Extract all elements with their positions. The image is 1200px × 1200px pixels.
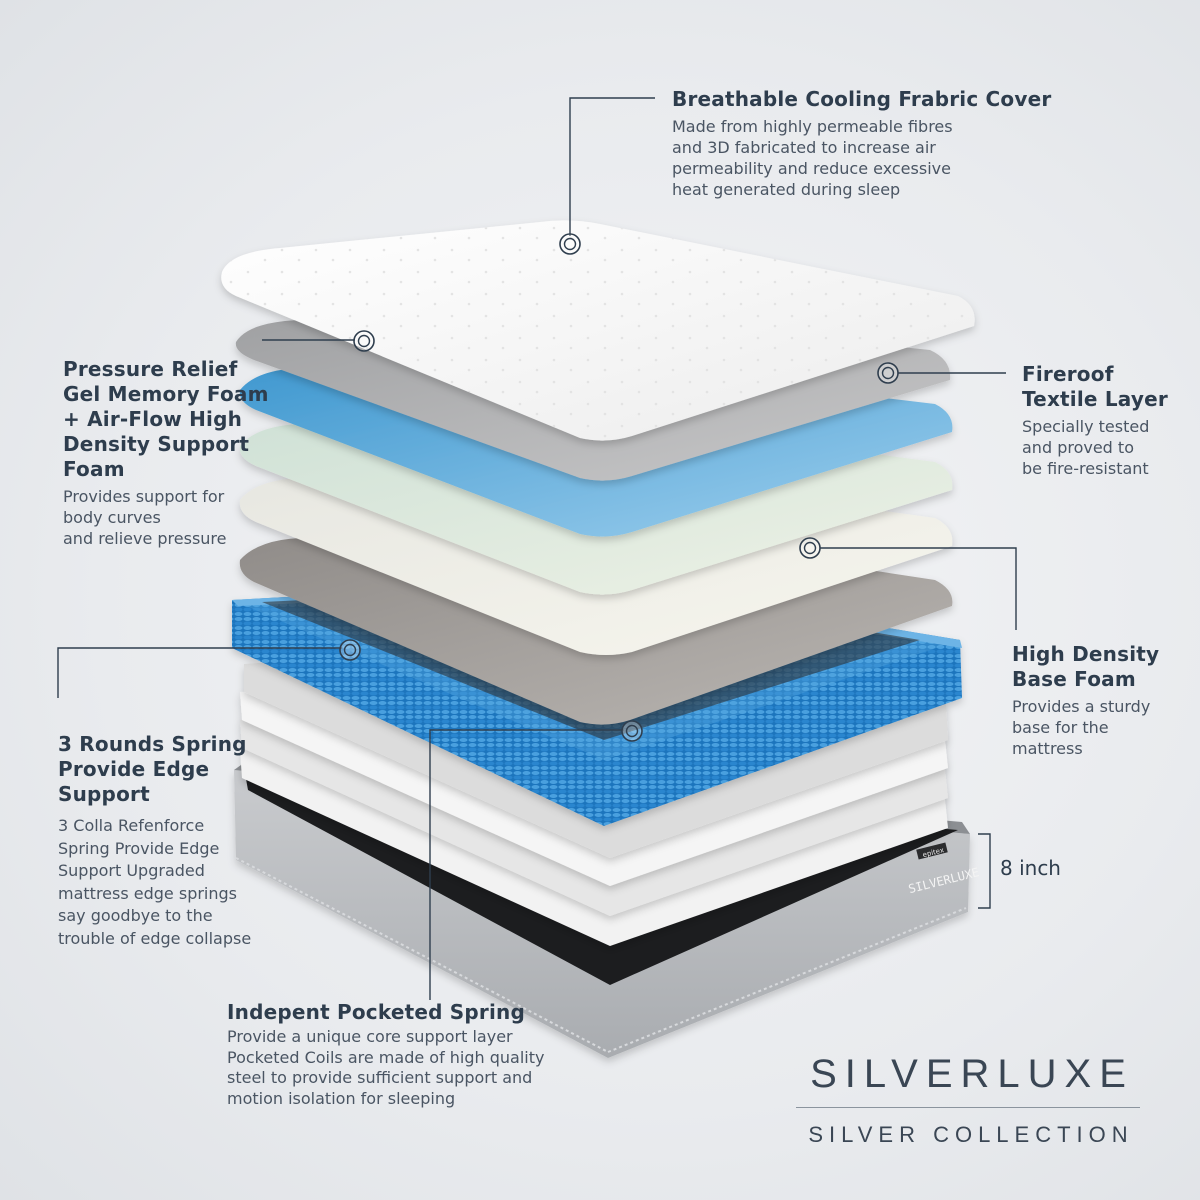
gel-foam-title: Pressure Relief Gel Memory Foam + Air-Fl… <box>63 357 269 481</box>
base-marker <box>799 537 821 559</box>
brand-block: SILVERLUXE SILVER COLLECTION <box>796 1052 1140 1148</box>
pocket-spring-callout: Indepent Pocketed Spring Provide a uniqu… <box>227 1000 544 1110</box>
cover-description: Made from highly permeable fibres and 3D… <box>672 117 953 199</box>
edge-leader <box>57 647 342 698</box>
cooling-fabric-cover <box>221 220 975 441</box>
pocket-spring-description: Provide a unique core support layer Pock… <box>227 1027 545 1109</box>
fire-layer-callout: Fireroof Textile Layer Specially tested … <box>1022 362 1168 479</box>
edge-spring-description: 3 Colla Refenforce Spring Provide Edge S… <box>58 816 252 948</box>
cover-callout: Breathable Cooling Frabric Cover Made fr… <box>672 87 1051 200</box>
pocket-leader <box>429 729 624 1000</box>
layer-markers <box>339 233 899 742</box>
base-foam-callout: High Density Base Foam Provides a sturdy… <box>1012 642 1159 759</box>
brand-name: SILVERLUXE <box>810 1052 1134 1096</box>
pocket-marker <box>621 720 643 742</box>
brand-subtitle: SILVER COLLECTION <box>808 1122 1134 1147</box>
pocket-spring-title: Indepent Pocketed Spring <box>227 1000 525 1024</box>
brand-divider <box>796 1107 1140 1108</box>
fire-layer-description: Specially tested and proved to be fire-r… <box>1022 417 1150 478</box>
base-leader <box>820 547 1017 630</box>
cover-title: Breathable Cooling Frabric Cover <box>672 87 1052 111</box>
edge-marker <box>339 639 361 661</box>
gel-marker <box>877 362 899 384</box>
height-bracket <box>978 833 991 909</box>
gel-foam-callout: Pressure Relief Gel Memory Foam + Air-Fl… <box>63 357 269 549</box>
base-foam-description: Provides a sturdy base for the mattress <box>1012 697 1151 758</box>
edge-spring-title: 3 Rounds Spring Provide Edge Support <box>58 732 247 806</box>
base-foam-title: High Density Base Foam <box>1012 642 1160 691</box>
fire-marker <box>353 330 375 352</box>
edge-spring-callout: 3 Rounds Spring Provide Edge Support 3 C… <box>58 732 251 950</box>
cover-marker <box>559 233 581 255</box>
leader-lines <box>57 97 1017 1000</box>
gel-foam-description: Provides support for body curves and rel… <box>63 487 227 548</box>
cover-leader <box>569 97 655 236</box>
height-label: 8 inch <box>1000 856 1061 880</box>
fire-layer-title: Fireroof Textile Layer <box>1022 362 1168 411</box>
